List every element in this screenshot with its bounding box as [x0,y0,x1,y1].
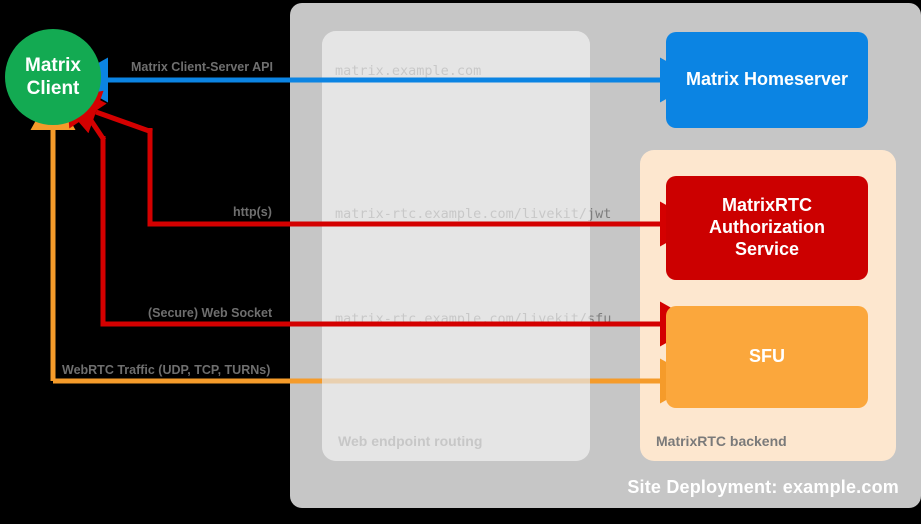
matrix-client-label-line1: Matrix [25,54,81,76]
edge-label-webrtc: WebRTC Traffic (UDP, TCP, TURNs) [62,363,271,377]
edge-label-matrix-client-server-api: Matrix Client-Server API [131,60,273,74]
matrix-homeserver-label: Matrix Homeserver [685,69,849,90]
node-sfu[interactable]: SFU [666,306,868,408]
node-matrixrtc-authorization-service[interactable]: MatrixRTC Authorization Service [666,176,868,280]
matrix-client-label-line2: Client [26,78,80,99]
matrixrtc-backend-title: MatrixRTC backend [656,433,787,449]
edge-label-http: http(s) [233,205,272,219]
auth-label-line1: MatrixRTC [721,195,812,216]
edge-label-websocket: (Secure) Web Socket [148,306,273,320]
auth-label-line3: Service [734,238,800,259]
auth-label-line2: Authorization [709,217,825,238]
node-matrix-homeserver[interactable]: Matrix Homeserver [666,32,868,128]
sfu-label: SFU [749,346,785,367]
routing-panel-overlay [322,31,590,461]
edge-websocket [65,82,700,347]
site-deployment-title: Site Deployment: example.com [627,477,899,497]
node-matrix-client[interactable]: Matrix Client [5,29,101,125]
